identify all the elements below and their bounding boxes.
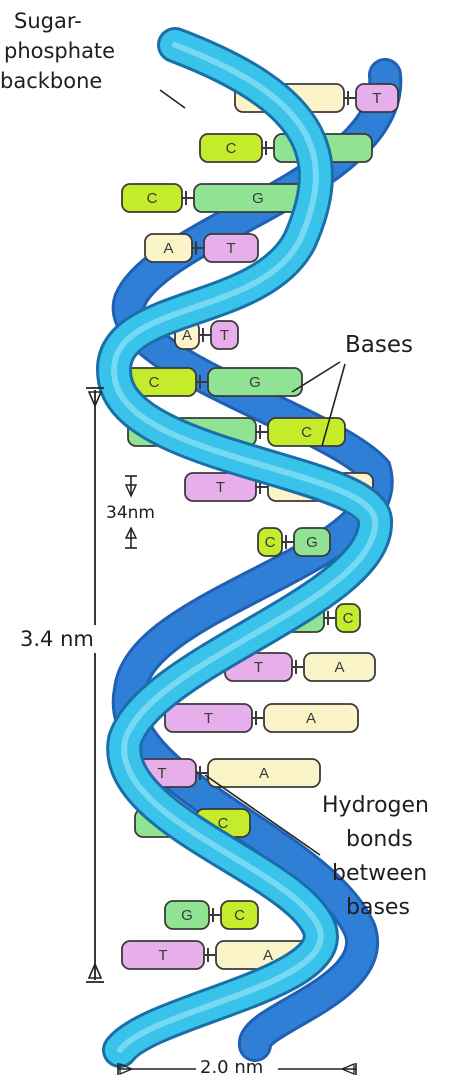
hbonds-label-line-2: bonds	[346, 827, 413, 852]
base-right-letter: A	[306, 710, 316, 727]
base-right-letter: C	[234, 907, 245, 924]
base-left-letter: G	[181, 907, 193, 924]
bases-label: Bases	[345, 332, 413, 358]
base-right-letter: G	[306, 534, 318, 551]
base-right-letter: C	[301, 424, 312, 441]
backbone-label-line-1: Sugar-	[14, 9, 82, 33]
backbone-label: Sugar- phosphate backbone	[0, 9, 115, 93]
base-left-letter: C	[265, 534, 276, 551]
base-left-letter: C	[147, 190, 158, 207]
base-right-letter: A	[259, 765, 269, 782]
base-right-letter: G	[249, 374, 261, 391]
base-right-letter: T	[226, 240, 235, 257]
pitch-label: 3.4 nm	[20, 627, 94, 651]
backbone-leader-line	[160, 90, 185, 108]
base-left-letter: A	[163, 240, 173, 257]
base-right-letter: G	[252, 190, 264, 207]
base-right-letter: C	[343, 610, 354, 627]
base-left-letter: C	[149, 374, 160, 391]
base-right-letter: A	[334, 659, 344, 676]
base-left-letter: T	[157, 765, 166, 782]
base-left-letter: T	[216, 479, 225, 496]
base-left-letter: T	[158, 947, 167, 964]
backbone-label-line-2: phosphate	[4, 39, 115, 63]
base-right-letter: T	[372, 90, 381, 107]
base-left-letter: T	[254, 659, 263, 676]
base-left-letter: T	[204, 710, 213, 727]
width-label: 2.0 nm	[200, 1057, 263, 1075]
pitch-dimension	[86, 388, 104, 982]
backbone-label-line-3: backbone	[0, 69, 102, 93]
base-left-letter: C	[226, 140, 237, 157]
base-right-letter: T	[220, 327, 229, 344]
hbonds-label-line-3: between	[332, 861, 427, 886]
rise-label: 34nm	[106, 503, 155, 523]
hbonds-label-line-4: bases	[346, 895, 410, 920]
hbonds-label-line-1: Hydrogen	[322, 793, 429, 818]
